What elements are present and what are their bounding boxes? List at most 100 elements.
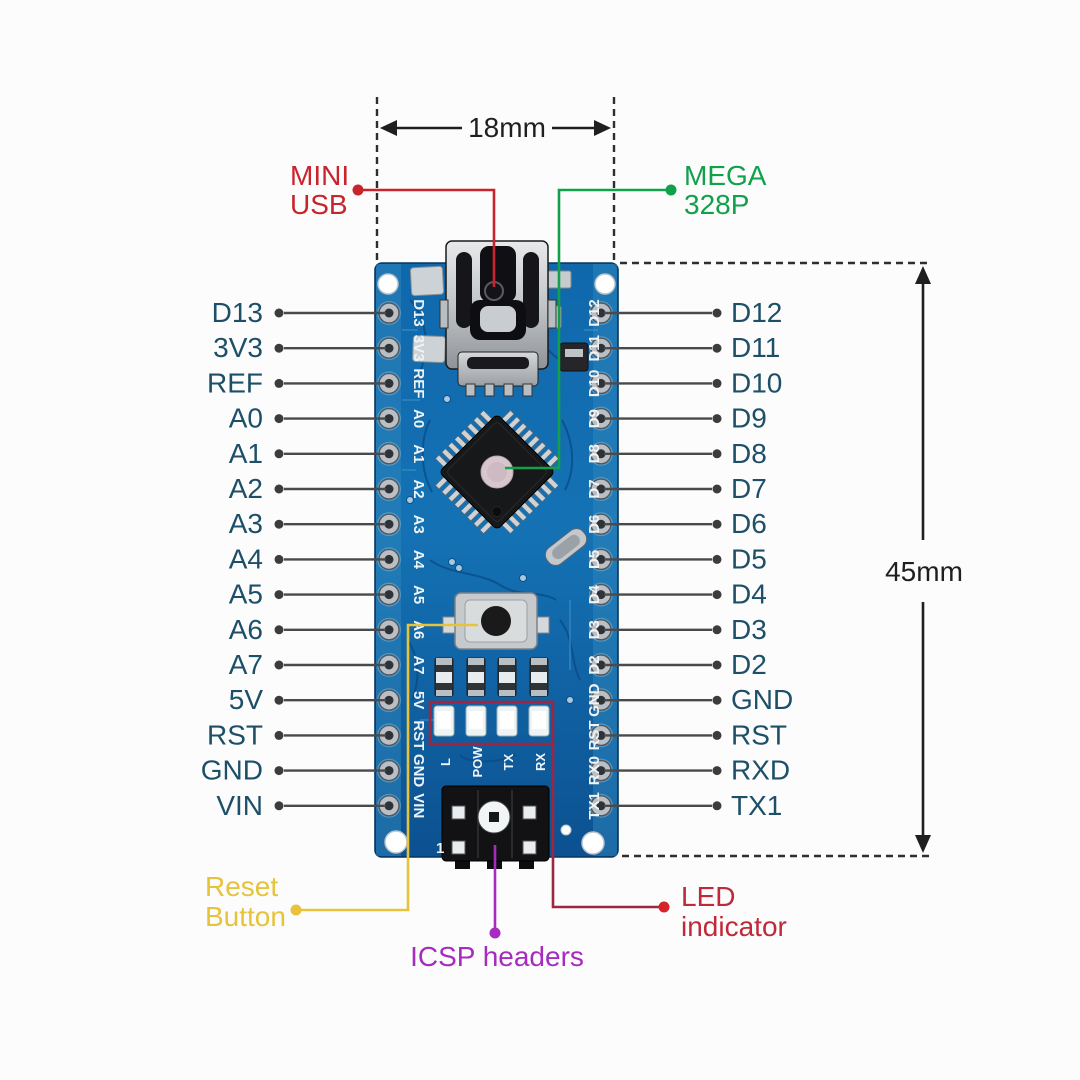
led-callout-line (551, 744, 660, 909)
width-dimension-label: 18mm (468, 112, 546, 143)
icsp-pin (522, 805, 537, 820)
pin-label-RST: RST (731, 719, 787, 750)
smd-components (409, 265, 589, 372)
pin-label-GND: GND (201, 755, 263, 786)
board-pin-headers (377, 301, 613, 818)
silkscreen-right-D4: D4 (586, 584, 603, 604)
pin-label-A3: A3 (229, 508, 263, 539)
pin-label-A4: A4 (229, 543, 263, 574)
pin-label-D5: D5 (731, 543, 767, 574)
mega328p-callout-line (505, 188, 671, 470)
reset-label-line2: Button (205, 901, 286, 932)
silkscreen-left-A6: A6 (410, 620, 427, 639)
pin-callout-VIN: VIN (216, 790, 386, 821)
pin-label-D12: D12 (731, 297, 782, 328)
pin-label-RXD: RXD (731, 755, 790, 786)
pin-label-3V3: 3V3 (213, 332, 263, 363)
pin-callout-5V: 5V (229, 684, 386, 715)
pin-label-D3: D3 (731, 614, 767, 645)
silkscreen-left-RST: RST (410, 720, 427, 750)
pin-callout-D6: D6 (604, 508, 767, 539)
pin-callout-D2: D2 (604, 649, 767, 680)
silkscreen-left-A2: A2 (410, 479, 427, 498)
arrowhead-down-icon (915, 835, 931, 853)
reset-callout-dot (290, 904, 302, 916)
silkscreen-left-A7: A7 (410, 655, 427, 674)
pin-callout-A7: A7 (229, 649, 386, 680)
mini-usb-label-line1: MINI (290, 160, 349, 191)
pin-label-D13: D13 (212, 297, 263, 328)
pin-label-REF: REF (207, 367, 263, 398)
resistor-led-row (433, 657, 550, 737)
pin-callout-TX1: TX1 (604, 790, 782, 821)
pin-label-GND: GND (731, 684, 793, 715)
icsp-pin (451, 840, 466, 855)
mega328p-label-line2: 328P (684, 189, 749, 220)
mini-usb-label-line2: USB (290, 189, 348, 220)
pcb-traces-light (402, 329, 598, 721)
pin-callout-A0: A0 (229, 403, 386, 434)
mini-usb-callout-line (358, 188, 496, 287)
silkscreen-right-D7: D7 (586, 479, 603, 498)
mega328p-label-line1: MEGA (684, 160, 767, 191)
pin-label-D9: D9 (731, 403, 767, 434)
led-callout-dot (658, 901, 670, 913)
pin-callout-A2: A2 (229, 473, 386, 504)
icsp-pins (451, 805, 537, 855)
arrowhead-up-icon (915, 266, 931, 284)
pin-label-A0: A0 (229, 403, 263, 434)
pin-callout-A6: A6 (229, 614, 386, 645)
reset-button-component[interactable] (442, 592, 550, 650)
reset-button-cap[interactable] (481, 606, 511, 636)
silkscreen-right-D8: D8 (586, 444, 603, 463)
pin-label-TX1: TX1 (731, 790, 782, 821)
pin-callout-D9: D9 (604, 403, 767, 434)
reset-callout-line (296, 623, 478, 912)
height-dimension-label: 45mm (885, 556, 963, 587)
dimension-width: 18mm (375, 97, 616, 263)
pin-label-D8: D8 (731, 438, 767, 469)
silkscreen-left-A3: A3 (410, 515, 427, 534)
pin-callout-GND: GND (604, 684, 793, 715)
pin-callout-D5: D5 (604, 543, 767, 574)
mega328p-callout-dot (665, 184, 677, 196)
pin-callout-D4: D4 (604, 579, 767, 610)
pin-callout-D13: D13 (212, 297, 386, 328)
silkscreen-right-D2: D2 (586, 655, 603, 674)
led-indicator-box (428, 700, 555, 746)
pin-callout-REF: REF (207, 367, 386, 398)
silkscreen-left-5V: 5V (410, 691, 427, 709)
silkscreen-left-VIN: VIN (410, 793, 427, 818)
silkscreen-left-A4: A4 (410, 550, 427, 570)
pin-label-A6: A6 (229, 614, 263, 645)
mini-usb-connector (439, 240, 557, 397)
silkscreen-right-D10: D10 (586, 370, 603, 398)
silkscreen-right-D12: D12 (586, 299, 603, 327)
led-silk-TX: TX (501, 753, 516, 770)
pin-label-RST: RST (207, 719, 263, 750)
icsp-label: ICSP headers (410, 941, 584, 972)
arrowhead-right-icon (594, 120, 611, 136)
dimension-height: 45mm (620, 261, 963, 858)
led-silk-L: L (438, 758, 453, 766)
icsp-pin (451, 805, 466, 820)
pin-label-A2: A2 (229, 473, 263, 504)
pin-label-D6: D6 (731, 508, 767, 539)
pin-callout-D7: D7 (604, 473, 767, 504)
pin-label-A5: A5 (229, 579, 263, 610)
pin-label-D10: D10 (731, 367, 782, 398)
silkscreen-right-D9: D9 (586, 409, 603, 428)
mega328p-chip (435, 410, 559, 534)
pin-callout-RXD: RXD (604, 755, 790, 786)
pin-label-D11: D11 (731, 332, 780, 363)
pin-callout-RST: RST (604, 719, 787, 750)
pin-callout-GND: GND (201, 755, 386, 786)
pin-callout-RST: RST (207, 719, 386, 750)
usb-solder-legs (465, 383, 533, 397)
